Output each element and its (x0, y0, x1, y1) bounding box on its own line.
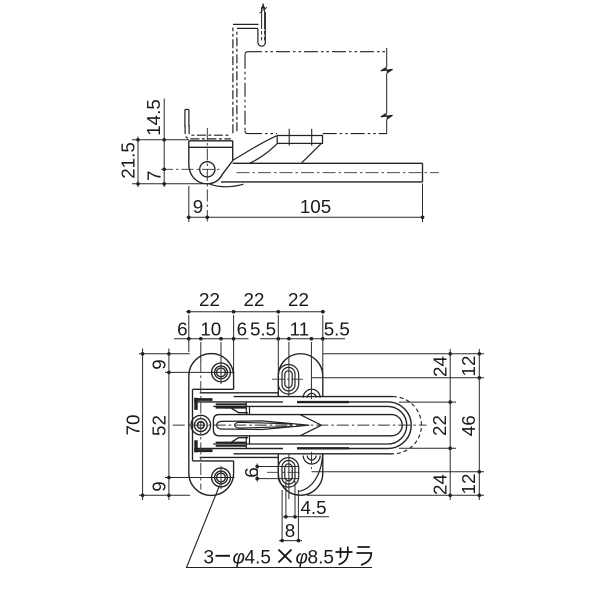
svg-text:52: 52 (149, 415, 170, 436)
svg-text:14.5: 14.5 (143, 99, 164, 136)
svg-text:12: 12 (458, 474, 479, 495)
svg-text:105: 105 (300, 196, 331, 217)
svg-text:9: 9 (149, 481, 170, 491)
svg-text:φ: φ (296, 548, 308, 569)
svg-text:9: 9 (193, 196, 203, 217)
svg-text:8: 8 (285, 520, 295, 541)
svg-text:70: 70 (123, 415, 144, 436)
svg-text:9: 9 (149, 359, 170, 369)
svg-text:7: 7 (144, 171, 165, 181)
svg-text:22: 22 (429, 415, 450, 436)
svg-text:21.5: 21.5 (118, 142, 139, 179)
svg-text:6: 6 (177, 319, 187, 340)
svg-text:10: 10 (200, 319, 221, 340)
svg-text:4.5: 4.5 (245, 548, 271, 569)
svg-text:φ: φ (233, 548, 245, 569)
svg-text:22: 22 (288, 289, 309, 310)
svg-text:4.5: 4.5 (300, 497, 326, 518)
svg-text:3: 3 (204, 548, 215, 569)
svg-text:24: 24 (430, 356, 451, 377)
svg-text:5.5: 5.5 (250, 319, 276, 340)
svg-text:6: 6 (237, 319, 247, 340)
svg-text:46: 46 (458, 415, 479, 436)
svg-text:8.5: 8.5 (308, 548, 334, 569)
svg-text:24: 24 (430, 474, 451, 495)
svg-text:12: 12 (458, 356, 479, 377)
svg-text:22: 22 (244, 289, 265, 310)
svg-text:22: 22 (199, 289, 220, 310)
svg-text:6: 6 (241, 467, 262, 477)
svg-text:5.5: 5.5 (324, 319, 350, 340)
svg-text:11: 11 (290, 319, 310, 340)
